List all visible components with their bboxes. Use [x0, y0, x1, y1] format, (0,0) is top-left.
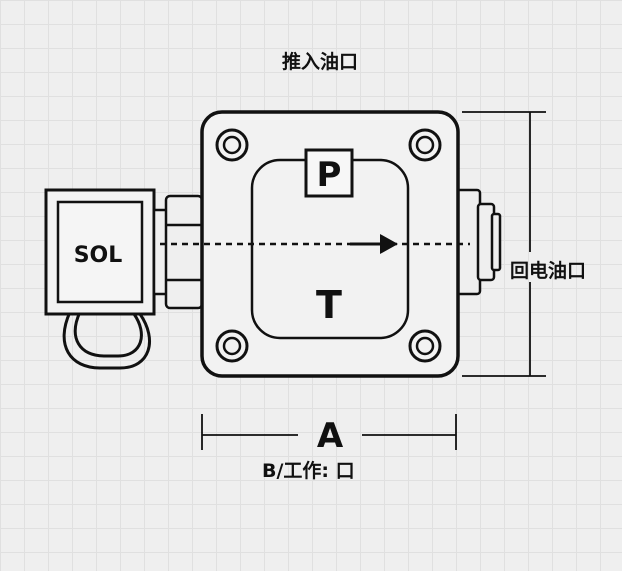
bottom-port-label: B/工作: 口: [262, 460, 355, 482]
top-port-label: 推入油口: [282, 51, 359, 73]
solenoid-label: SOL: [74, 243, 123, 268]
dimension-label: A: [317, 416, 344, 456]
width-dimension: [201, 414, 457, 450]
port-p-label: P: [317, 155, 342, 195]
solenoid-connector: [152, 194, 204, 310]
port-t-label: T: [316, 283, 342, 327]
height-dimension: [462, 111, 546, 377]
solenoid-inner-frame: [56, 200, 144, 304]
bolt-hole-icon: [215, 128, 442, 363]
coil-wire-icon: [62, 311, 151, 370]
right-port-fitting: [452, 188, 502, 296]
right-port-label: 回电油口: [510, 260, 587, 282]
flow-arrow-icon: [350, 234, 398, 254]
port-p-box: [304, 148, 354, 198]
